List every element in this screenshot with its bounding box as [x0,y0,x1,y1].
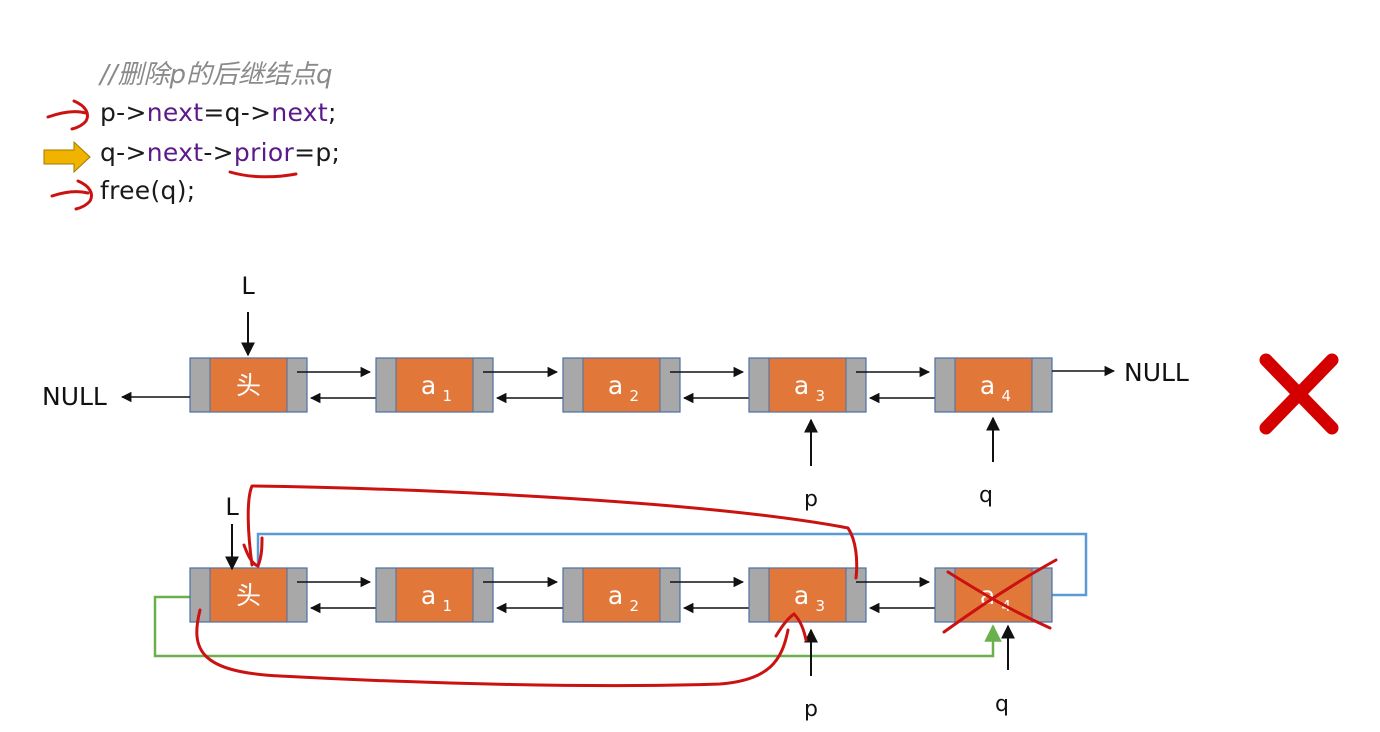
node-label: a [608,371,623,400]
green-prior-link [153,595,1002,658]
node-subscript: 1 [443,387,453,405]
node-data-field [768,357,847,413]
red-arrow-mark-1-head [70,99,89,131]
head-pointer-label-bottom: L [225,493,239,521]
node-subscript: 3 [816,387,826,405]
node-data-field [768,567,847,623]
code-keyword: prior [233,138,295,167]
node-data-field [582,567,661,623]
node-subscript: 1 [443,597,453,615]
node-data-field [395,567,474,623]
node-label: a [608,581,623,610]
code-keyword: next [271,98,328,127]
red-annotation-prior-to-p [195,608,790,688]
q-label-top: q [979,483,993,508]
code-block: //删除p的后继结点q p->next=q->next; q->next->pr… [0,0,620,230]
node-data-field [954,357,1033,413]
code-token: ; [327,98,337,127]
code-line-2: q->next->prior=p; [100,138,340,167]
q-label-bottom: q [995,692,1009,717]
top-node-0: 头 [189,357,308,413]
red-underline [228,170,298,179]
code-line-1: p->next=q->next; [100,98,337,127]
node-subscript: 4 [1002,387,1012,405]
node-label: a [421,581,436,610]
red-arrow-mark-1 [46,110,88,119]
red-annotation-p-tip [774,612,808,642]
p-label-top: p [804,487,818,512]
node-label: 头 [236,581,261,610]
code-token: -> [203,138,234,167]
bottom-node-0: 头 [189,567,308,623]
node-data-field [209,567,288,623]
code-keyword: next [146,138,204,167]
red-arrow-mark-3-head [74,179,93,211]
node-data-field [582,357,661,413]
delete-cross-icon [942,558,1058,634]
node-subscript: 3 [816,597,826,615]
node-subscript: 2 [630,597,640,615]
null-left-label: NULL [42,382,107,411]
red-annotation-next-to-head [246,484,859,580]
node-subscript: 2 [630,387,640,405]
node-label: a [794,371,809,400]
red-arrow-mark-3 [50,190,90,198]
red-annotation-head-tip [242,536,264,568]
null-right-label: NULL [1124,358,1189,387]
code-comment: //删除p的后继结点q [100,60,333,90]
node-data-field [395,357,474,413]
node-label: 头 [236,371,261,400]
code-token: p-> [100,98,147,127]
code-token: =p; [294,138,341,167]
node-data-field [209,357,288,413]
blue-circular-link [256,532,1088,597]
p-label-bottom: p [804,697,818,722]
code-token: q-> [100,138,147,167]
code-keyword: next [146,98,204,127]
code-line-3: free(q); [100,176,196,205]
node-label: a [980,371,995,400]
wrong-mark-icon [1259,353,1339,435]
head-pointer-label-top: L [241,272,255,300]
code-token: =q-> [203,98,272,127]
node-label: a [794,581,809,610]
node-label: a [421,371,436,400]
current-line-arrow-icon [43,140,91,174]
